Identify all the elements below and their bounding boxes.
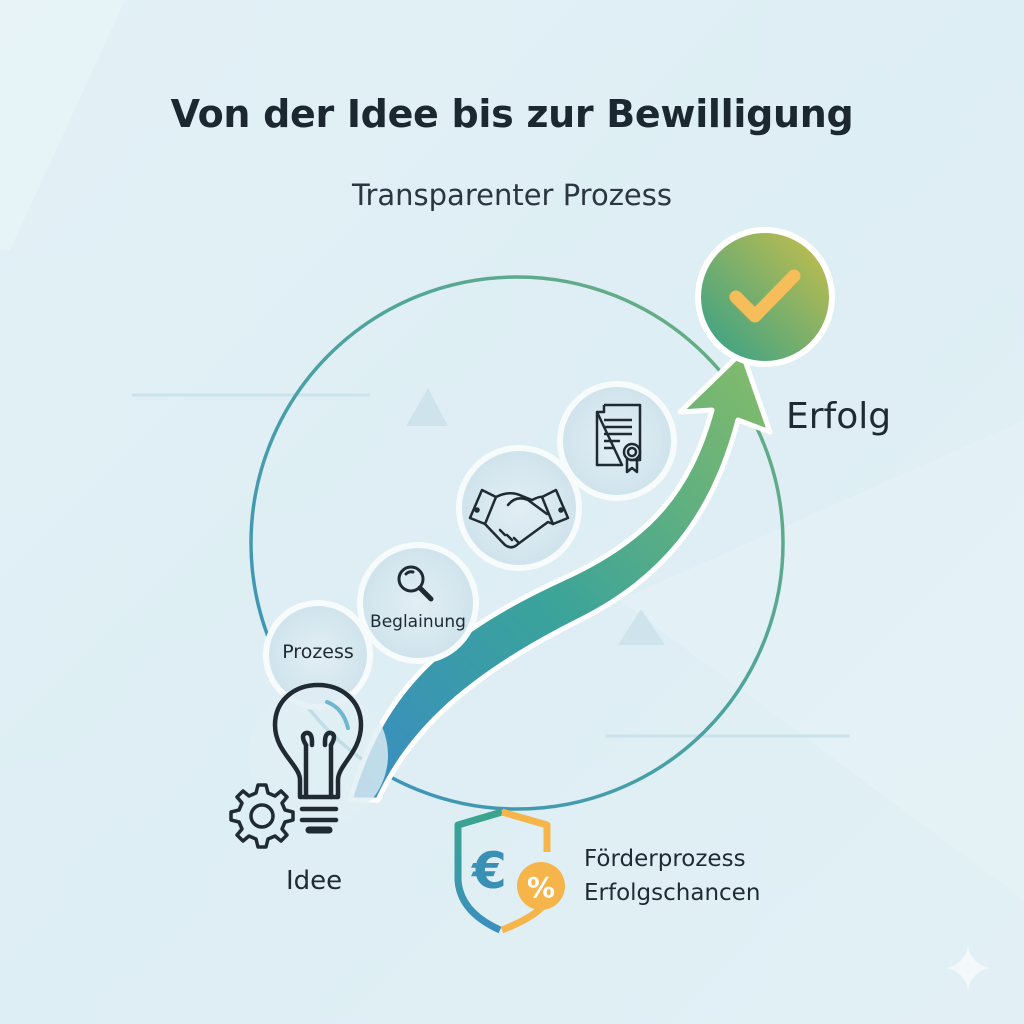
gear-icon [229, 783, 295, 849]
step-prozess-label: Prozess [282, 641, 354, 663]
triangle-icon [406, 388, 448, 426]
process-ring [249, 275, 785, 811]
checkmark-icon [729, 269, 801, 323]
bg-shape [0, 0, 125, 250]
step-idee-label: Idee [286, 866, 343, 896]
magnifier-icon [397, 565, 434, 602]
page-title: Von der Idee bis zur Bewilligung [170, 92, 854, 136]
step-beglainung[interactable] [357, 542, 479, 664]
step-beglainung-label: Beglainung [370, 612, 466, 632]
svg-text:%: % [527, 871, 555, 904]
bg-shape [620, 420, 1024, 900]
step-idee[interactable] [229, 682, 388, 849]
step-erfolg-badge[interactable] [695, 227, 835, 367]
funding-line-1: Förderprozess [584, 846, 746, 872]
svg-text:€: € [471, 842, 507, 900]
step-partnership[interactable] [456, 445, 582, 571]
lightbulb-icon [272, 682, 364, 834]
page-subtitle: Transparenter Prozess [352, 178, 672, 212]
step-erfolg-label: Erfolg [786, 396, 892, 437]
certificate-icon [595, 403, 642, 474]
sparkle-icon [946, 946, 990, 990]
euro-shield-icon: € % [454, 808, 565, 934]
step-certificate[interactable] [557, 381, 677, 501]
funding-badge-text: Förderprozess Erfolgschancen [584, 842, 760, 910]
handshake-icon [468, 488, 570, 549]
funding-line-2: Erfolgschancen [584, 880, 761, 906]
triangle-icon [618, 609, 665, 645]
